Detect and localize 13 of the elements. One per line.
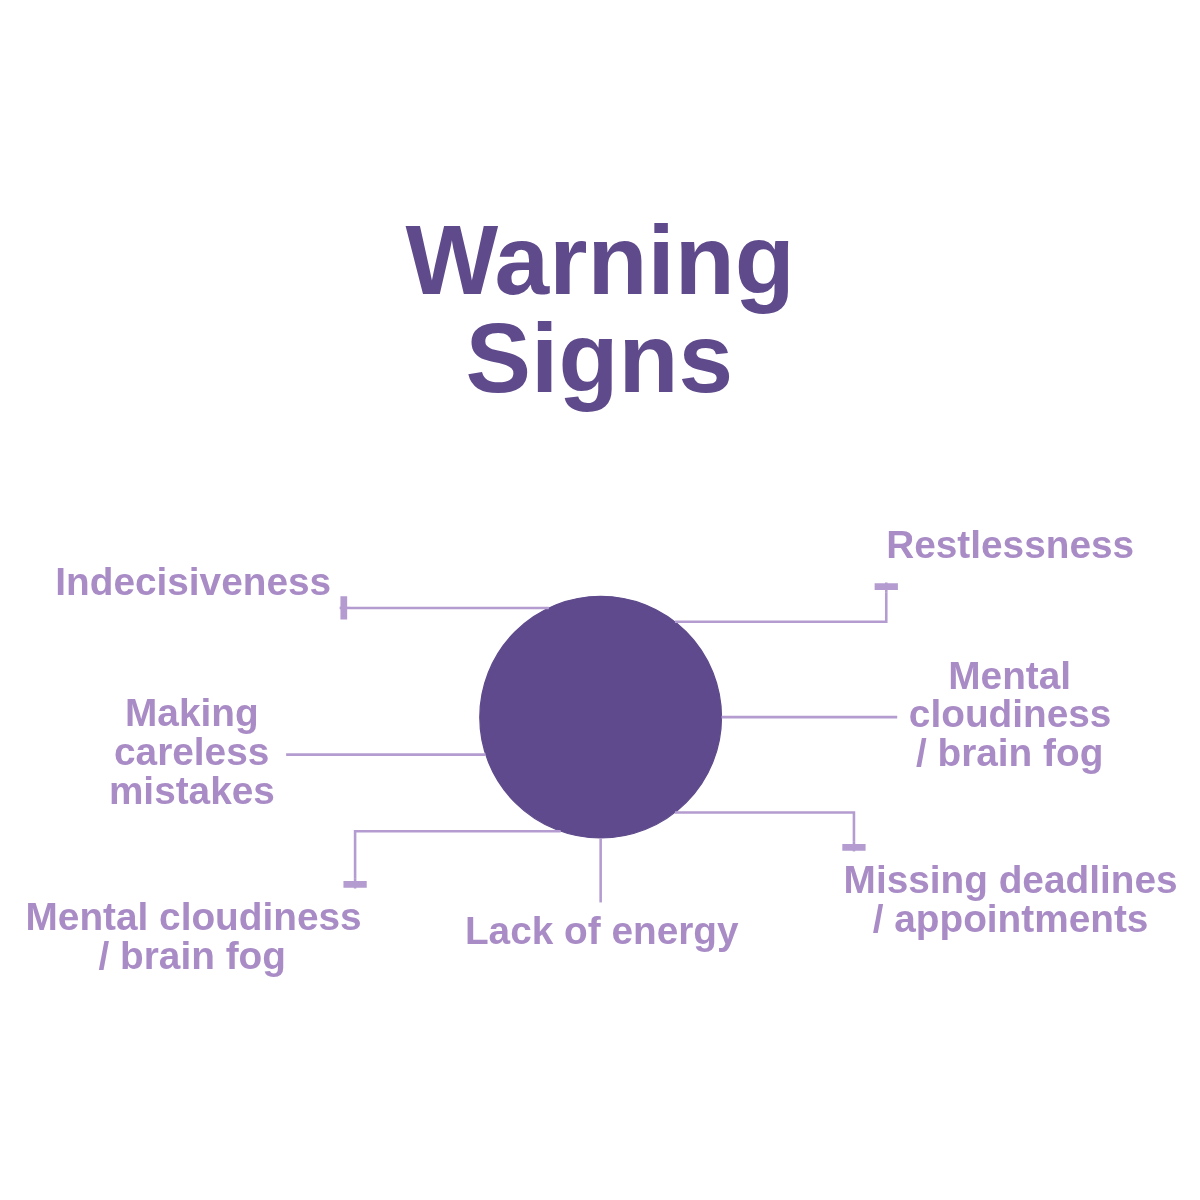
node-text: Mental cloudiness / brain fog	[908, 653, 1112, 774]
node-text: Restlessness	[886, 522, 1135, 566]
node-text: Mental cloudiness / brain fog	[25, 894, 362, 977]
diagram-title: Warning Signs	[405, 204, 795, 413]
node-text: Making careless mistakes	[108, 690, 275, 812]
node-text: Lack of energy	[464, 908, 739, 952]
node-text: Missing deadlines / appointments	[843, 857, 1178, 940]
node-text: Indecisiveness	[55, 559, 332, 603]
connector	[599, 838, 602, 902]
node-circle	[479, 595, 723, 839]
connector	[674, 582, 898, 623]
connector	[721, 715, 898, 718]
connector	[286, 752, 486, 756]
